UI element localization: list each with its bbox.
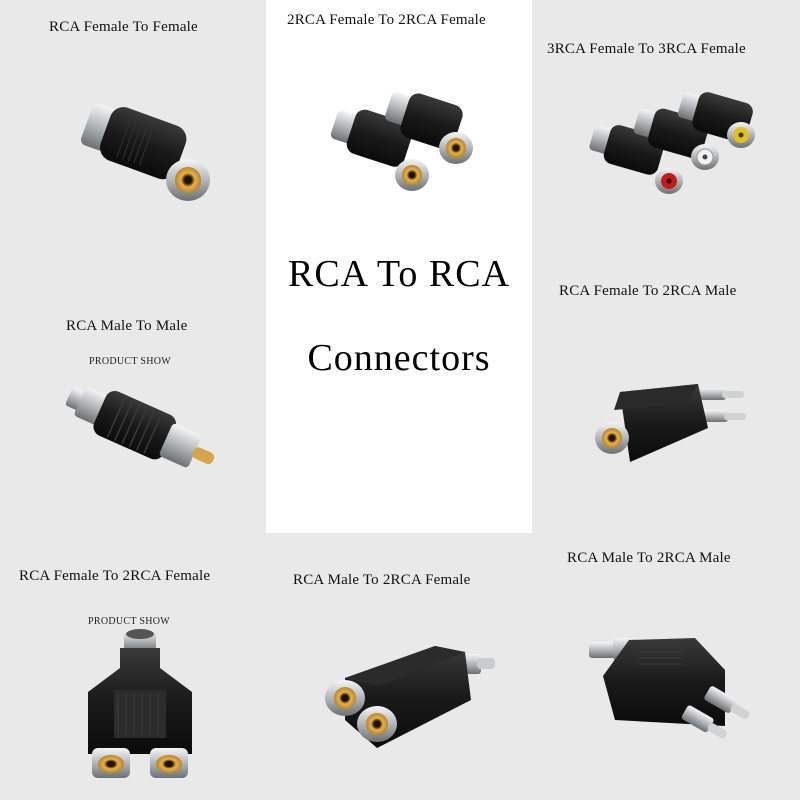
product-label-rca-female-to-2rca-female: RCA Female To 2RCA Female [19,568,211,584]
rca-female-to-female-image [80,103,210,201]
3rca-female-to-3rca-female-image [589,92,755,194]
product-show-note-1: PRODUCT SHOW [89,356,172,367]
rca-female-to-2rca-male-image [595,384,746,462]
rca-male-to-2rca-male-image [589,638,750,739]
rca-male-to-male-image [65,387,215,468]
main-title-line1: RCA To RCA [287,253,511,295]
product-label-2rca-female-to-2rca-female: 2RCA Female To 2RCA Female [287,12,486,28]
rca-male-to-2rca-female-image [325,646,495,748]
product-label-3rca-female-to-3rca-female: 3RCA Female To 3RCA Female [547,41,746,57]
product-label-rca-male-to-2rca-male: RCA Male To 2RCA Male [567,550,731,566]
main-title-line2: Connectors [307,337,491,379]
product-label-rca-female-to-female: RCA Female To Female [49,19,198,35]
product-label-rca-female-to-2rca-male: RCA Female To 2RCA Male [559,283,737,299]
product-label-rca-male-to-2rca-female: RCA Male To 2RCA Female [293,572,471,588]
center-panel [266,0,532,533]
product-show-note-2: PRODUCT SHOW [88,616,171,627]
product-label-rca-male-to-male: RCA Male To Male [66,318,188,334]
rca-female-to-2rca-female-image [88,629,192,778]
2rca-female-to-2rca-female-image [330,92,473,191]
